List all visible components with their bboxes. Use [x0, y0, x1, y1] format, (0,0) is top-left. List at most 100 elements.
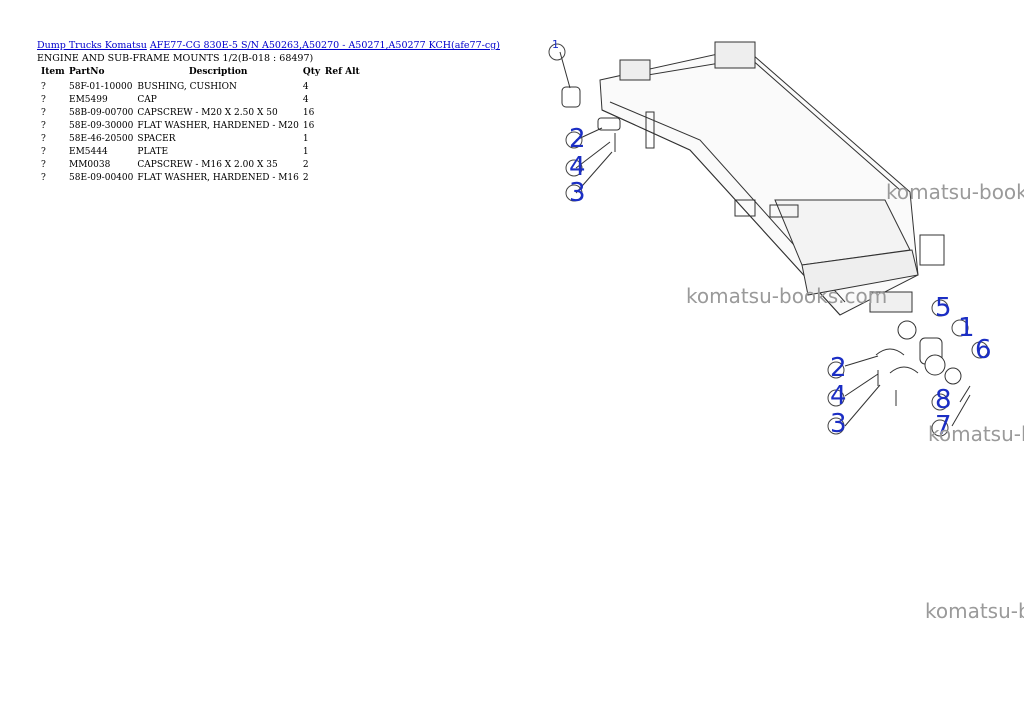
callout-marker	[827, 361, 845, 379]
header-item: Item	[41, 67, 65, 77]
cell-qty: 16	[302, 107, 315, 118]
cell-item: ?	[41, 94, 46, 105]
cell-qty: 2	[302, 172, 309, 183]
frame-post	[645, 111, 655, 149]
subframe-end-plate	[801, 249, 919, 296]
bushing-top	[561, 86, 581, 108]
cell-description: CAP	[137, 94, 157, 105]
washer-lower-2	[924, 354, 946, 376]
table-row: ? 58E-09-00400 FLAT WASHER, HARDENED - M…	[37, 171, 362, 184]
cell-refalt	[323, 119, 362, 132]
clamp-lower	[875, 348, 919, 374]
callout-label: 5	[935, 293, 952, 323]
callout-label: 2	[830, 353, 847, 383]
cell-qty: 16	[302, 120, 315, 131]
header-partno: PartNo	[69, 67, 105, 77]
header-refalt: Ref Alt	[324, 67, 360, 77]
leader-line	[575, 141, 611, 169]
cell-item: ?	[41, 120, 46, 131]
callouts: 1 2 4 3 5 1 6 2 4 8 3 7	[548, 38, 992, 440]
callout-label: 1	[958, 313, 975, 343]
leader-line	[844, 384, 881, 427]
watermark: komatsu-books.com	[686, 284, 888, 308]
watermark: komatsu-books.com	[886, 180, 1024, 204]
cell-qty: 4	[302, 81, 309, 92]
frame-lug-right	[919, 234, 945, 266]
page-title: ENGINE AND SUB-FRAME MOUNTS 1/2(B-018 : …	[37, 53, 314, 64]
callout-label: 7	[935, 411, 952, 440]
callout-label: 1	[552, 38, 559, 51]
cell-refalt	[323, 158, 362, 171]
header-qty: Qty	[302, 67, 321, 77]
cell-partno: 58B-09-00700	[69, 107, 134, 118]
leader-line	[575, 151, 613, 194]
cell-description: PLATE	[137, 146, 169, 157]
table-row: ? 58E-09-30000 FLAT WASHER, HARDENED - M…	[37, 119, 362, 132]
cap-lower	[944, 367, 962, 385]
breadcrumb: Dump Trucks Komatsu AFE77-CG 830E-5 S/N …	[37, 40, 500, 51]
frame-lug	[769, 204, 799, 218]
table-row: ? 58F-01-10000 BUSHING, CUSHION 4	[37, 80, 362, 93]
cell-partno: 58E-09-00400	[69, 172, 134, 183]
table-row: ? MM0038 CAPSCREW - M16 X 2.00 X 35 2	[37, 158, 362, 171]
cell-description: CAPSCREW - M20 X 2.50 X 50	[137, 107, 278, 118]
parts-table: Item PartNo Description Qty Ref Alt ? 58…	[37, 66, 362, 184]
washer-lower	[897, 320, 917, 340]
cell-description: BUSHING, CUSHION	[137, 81, 237, 92]
subframe-drawing	[559, 41, 971, 427]
cell-description: CAPSCREW - M16 X 2.00 X 35	[137, 159, 278, 170]
callout-label: 4	[569, 152, 586, 182]
table-row: ? 58B-09-00700 CAPSCREW - M20 X 2.50 X 5…	[37, 106, 362, 119]
cell-partno: EM5499	[69, 94, 108, 105]
cell-qty: 1	[302, 146, 309, 157]
callout-label: 2	[569, 124, 586, 154]
leader-line	[844, 373, 879, 397]
cell-item: ?	[41, 172, 46, 183]
leader-line	[559, 51, 571, 89]
table-row: ? EM5444 PLATE 1	[37, 145, 362, 158]
mount-bracket-rear	[714, 41, 756, 69]
cell-description: FLAT WASHER, HARDENED - M20	[137, 120, 299, 131]
cell-item: ?	[41, 81, 46, 92]
frame-access-plate	[734, 199, 756, 217]
cell-description: FLAT WASHER, HARDENED - M16	[137, 172, 299, 183]
breadcrumb-link-model[interactable]: AFE77-CG 830E-5 S/N A50263,A50270 - A502…	[149, 40, 500, 51]
cell-refalt	[323, 132, 362, 145]
subframe-rail-edge	[601, 109, 841, 316]
callout-marker	[931, 299, 949, 317]
watermark: komatsu-books.com	[928, 422, 1024, 446]
callout-label: 3	[569, 178, 586, 208]
cell-refalt	[323, 93, 362, 106]
callout-marker	[565, 131, 583, 149]
cell-description: SPACER	[137, 133, 176, 144]
cell-item: ?	[41, 159, 46, 170]
cell-refalt	[323, 145, 362, 158]
leader-line	[951, 394, 971, 427]
callout-marker	[971, 341, 989, 359]
watermark: komatsu-books.com	[925, 599, 1024, 623]
header-description: Description	[188, 67, 248, 77]
mount-bracket-front	[619, 59, 651, 81]
callout-marker	[548, 43, 566, 61]
cell-partno: 58F-01-10000	[69, 81, 133, 92]
callout-label: 3	[830, 409, 847, 439]
leader-line	[844, 355, 879, 367]
cell-item: ?	[41, 133, 46, 144]
cap-left	[597, 117, 621, 131]
callout-marker	[565, 184, 583, 202]
callout-marker	[951, 319, 969, 337]
cell-item: ?	[41, 146, 46, 157]
callout-label: 4	[830, 381, 847, 411]
cell-partno: 58E-09-30000	[69, 120, 134, 131]
table-row: ? EM5499 CAP 4	[37, 93, 362, 106]
callout-marker	[931, 419, 949, 437]
spacer-lower	[869, 291, 913, 313]
breadcrumb-link-category[interactable]: Dump Trucks Komatsu	[37, 40, 147, 51]
callout-marker	[931, 393, 949, 411]
cell-partno: MM0038	[69, 159, 111, 170]
cell-partno: EM5444	[69, 146, 108, 157]
cell-refalt	[323, 106, 362, 119]
cell-qty: 2	[302, 159, 309, 170]
table-row: ? 58E-46-20500 SPACER 1	[37, 132, 362, 145]
cell-item: ?	[41, 107, 46, 118]
